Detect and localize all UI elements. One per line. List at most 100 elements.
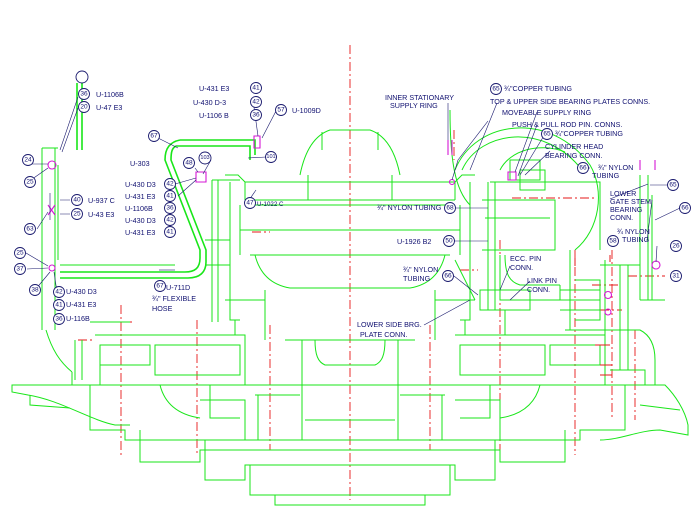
callout-bubble: 42 [164, 178, 176, 190]
label-nylon-low-1: ¾" NYLON [403, 265, 438, 274]
svg-text:63: 63 [26, 226, 34, 233]
svg-text:26: 26 [672, 243, 680, 250]
svg-text:41: 41 [55, 302, 63, 309]
svg-text:36: 36 [55, 316, 63, 323]
label-lower-side-2: PLATE CONN. [360, 330, 407, 339]
callout-bubble: 67 [154, 280, 166, 292]
label-u430d3-c: U-430 D3 [125, 216, 156, 225]
label-u431e3-b: U-431 E3 [125, 192, 155, 201]
label-nylon-far-2: TUBING [622, 235, 650, 244]
label-ecc-pin-2: CONN. [510, 263, 533, 272]
label-u1106b-a: U-1106 B [199, 111, 229, 120]
mechanism-structure [11, 83, 689, 506]
callout-bubble: 25 [24, 176, 36, 188]
svg-text:66: 66 [444, 273, 452, 280]
callout-bubbles: 36 20 41 42 36 57 67 48 103 101 42 41 36… [14, 82, 691, 325]
svg-text:38: 38 [31, 287, 39, 294]
callout-bubble: 42 [164, 214, 176, 226]
svg-text:65: 65 [669, 182, 677, 189]
callout-bubble: 66 [442, 270, 454, 282]
label-u431e3-a: U-431 E3 [199, 84, 229, 93]
label-inner-ring-2: SUPPLY RING [390, 101, 438, 110]
label-u1106b-b: U-1106B [125, 204, 153, 213]
svg-text:25: 25 [16, 250, 24, 257]
label-u431e3-c: U-431 E3 [125, 228, 155, 237]
label-cyl-head-1: CYLINDER HEAD [545, 142, 603, 151]
svg-text:50: 50 [445, 238, 453, 245]
callout-bubble: 41 [164, 190, 176, 202]
svg-text:65: 65 [492, 86, 500, 93]
callout-bubble: 101 [265, 151, 277, 163]
label-u1106b-top: U-1106B [96, 90, 124, 99]
svg-text:67: 67 [150, 133, 158, 140]
callout-bubble: 40 [71, 194, 83, 206]
label-u1009d: U-1009D [292, 106, 321, 115]
callout-bubble: 36 [164, 202, 176, 214]
label-u431e3-d: U-431 E3 [66, 300, 96, 309]
annotation-labels: U-1106B U-47 E3 U-431 E3 U-430 D-3 U-110… [66, 84, 651, 339]
callout-bubble: 38 [29, 284, 41, 296]
label-ecc-pin-1: ECC. PIN [510, 254, 541, 263]
label-moveable-ring: MOVEABLE SUPPLY RING [502, 108, 592, 117]
callout-bubble: 65 [667, 179, 679, 191]
svg-text:66: 66 [681, 205, 689, 212]
svg-text:25: 25 [73, 211, 81, 218]
callout-bubble: 47 [244, 197, 256, 209]
callout-bubble: 41 [164, 226, 176, 238]
label-lower-gate-1: LOWER [610, 189, 636, 198]
callout-bubble: 24 [22, 154, 34, 166]
callout-bubble: 66 [679, 202, 691, 214]
svg-text:36: 36 [252, 112, 260, 119]
label-lower-gate-3: BEARING [610, 205, 643, 214]
label-flex-hose-1: ¾" FLEXIBLE [152, 294, 196, 303]
callout-bubble: 103 [198, 151, 212, 165]
label-copper-2: ¾"COPPER TUBING [555, 129, 623, 138]
callout-bubble: 26 [670, 240, 682, 252]
label-lower-gate-4: CONN. [610, 213, 633, 222]
callout-bubble: 50 [443, 235, 455, 247]
svg-text:47: 47 [246, 200, 254, 207]
label-nylon-far-1: ¾ NYLON [617, 227, 650, 236]
svg-text:42: 42 [166, 181, 174, 188]
svg-text:48: 48 [185, 160, 193, 167]
label-link-pin-1: LINK PIN [527, 276, 557, 285]
callout-bubble: 41 [53, 299, 65, 311]
centerlines [78, 45, 665, 500]
callout-bubble: 36 [78, 88, 90, 100]
label-u711d: U-711D [166, 283, 190, 292]
svg-text:57: 57 [277, 107, 285, 114]
svg-text:40: 40 [73, 197, 81, 204]
callout-bubble: 67 [148, 130, 160, 142]
svg-text:37: 37 [16, 266, 24, 273]
callout-bubble: 48 [183, 157, 195, 169]
callout-bubble: 42 [250, 96, 262, 108]
label-u43e3: U-43 E3 [88, 210, 114, 219]
callout-bubble: 68 [444, 202, 456, 214]
callout-bubble: 57 [275, 104, 287, 116]
label-u937c: U-937 C [88, 196, 115, 205]
label-u430d3-b: U-430 D3 [125, 180, 156, 189]
callout-bubble: 25 [71, 208, 83, 220]
label-flex-hose-2: HOSE [152, 304, 173, 313]
label-lower-gate-2: GATE STEM [610, 197, 651, 206]
svg-text:25: 25 [26, 179, 34, 186]
svg-text:65: 65 [543, 131, 551, 138]
label-nylon-r-2: TUBING [592, 171, 620, 180]
top-pipe-end-circle [75, 70, 89, 84]
svg-text:36: 36 [166, 205, 174, 212]
label-u116b: U-116B [66, 314, 90, 323]
callout-bubble: 31 [670, 270, 682, 282]
svg-text:31: 31 [672, 273, 680, 280]
label-inner-ring-1: INNER STATIONARY [385, 93, 454, 102]
svg-text:42: 42 [252, 99, 260, 106]
label-link-pin-2: CONN. [527, 285, 550, 294]
callout-bubble: 36 [53, 313, 65, 325]
svg-text:41: 41 [166, 229, 174, 236]
label-u430d3-a: U-430 D-3 [193, 98, 226, 107]
callout-bubble: 36 [250, 109, 262, 121]
label-top-upper-bearing: TOP & UPPER SIDE BEARING PLATES CONNS. [490, 97, 650, 106]
label-cyl-head-2: BEARING CONN. [545, 151, 603, 160]
svg-text:58: 58 [609, 238, 617, 245]
label-u430d3-d: U-430 D3 [66, 287, 97, 296]
